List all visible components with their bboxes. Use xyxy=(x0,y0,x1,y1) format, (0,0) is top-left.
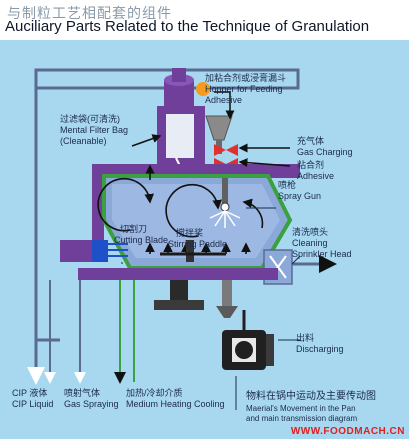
gas-adhesive-arrows xyxy=(131,91,291,180)
cutting-blade xyxy=(60,240,128,262)
label-movement-cn: 物料在锅中运动及主要传动图 xyxy=(246,391,376,402)
label-filter-en: Mental Filter Bag xyxy=(60,125,129,135)
label-stirring-en: Stirring Paddle xyxy=(168,239,228,249)
label-filter-cn: 过滤袋(可清洗) xyxy=(60,114,120,124)
label-spray-cn: 喷枪 xyxy=(278,180,297,190)
label-cleaning-cn: 清洗喷头 xyxy=(292,227,329,237)
label-movement-en: Maerial's Movement in the Pan xyxy=(246,404,356,413)
vessel-interior xyxy=(112,184,280,258)
label-heating-en: Medium Heating Cooling xyxy=(126,399,225,409)
label-adhesive-en: Adhesive xyxy=(297,171,335,181)
label-stirring-cn: 搅拌桨 xyxy=(176,228,204,238)
drive-shaft xyxy=(170,280,188,300)
label-spray-en: Spray Gun xyxy=(278,191,322,201)
filter-bag xyxy=(166,114,194,158)
title-english: Auciliary Parts Related to the Technique… xyxy=(5,18,370,35)
filter-housing xyxy=(157,68,205,171)
label-discharge-en: Discharging xyxy=(296,344,344,354)
leader-lines xyxy=(121,207,301,410)
label-movement-en2: and main transmission diagram xyxy=(246,414,358,423)
label-hopper-en: Hopper for Feeding xyxy=(205,84,283,94)
granulator-diagram xyxy=(27,68,337,410)
label-discharge-cn: 出料 xyxy=(296,333,315,343)
label-spraygas-cn: 喷射气体 xyxy=(64,388,101,398)
label-adhesive-cn: 粘合剂 xyxy=(297,160,325,170)
hopper-valve-icon xyxy=(196,82,210,96)
label-cip-cn: CIP 液体 xyxy=(12,388,48,398)
label-gas-cn: 充气体 xyxy=(297,136,325,146)
label-cip-en: CIP Liquid xyxy=(12,399,54,409)
gearbox xyxy=(154,300,204,310)
drive-motor xyxy=(222,310,274,370)
spray-gun xyxy=(209,178,241,228)
label-heating-cn: 加热/冷却介质 xyxy=(126,388,183,398)
label-hopper-cn: 加粘合剂或浸膏漏斗 xyxy=(205,73,287,83)
label-cutting-cn: 切割刀 xyxy=(120,224,148,234)
stirring-paddle xyxy=(160,240,226,262)
label-gas-en: Gas Charging xyxy=(297,147,353,157)
label-cleaning-en2: Sprinkler Head xyxy=(292,249,352,259)
watermark: WWW.FOODMACH.CN xyxy=(290,426,405,437)
discharge-chute xyxy=(216,280,238,318)
label-cleaning-en: Cleaning xyxy=(292,238,328,248)
label-hopper-en2: Adhesive xyxy=(205,95,243,105)
utility-lines xyxy=(44,280,135,384)
label-filter-en2: (Cleanable) xyxy=(60,136,107,146)
label-spraygas-en: Gas Spraying xyxy=(64,399,119,409)
adhesive-hopper xyxy=(196,82,233,154)
base-plate xyxy=(78,268,278,280)
title-chinese: 与制粒工艺相配套的组件 xyxy=(7,5,172,21)
label-cutting-en: Cutting Blade xyxy=(114,235,169,245)
material-flow-arrows xyxy=(97,177,264,254)
